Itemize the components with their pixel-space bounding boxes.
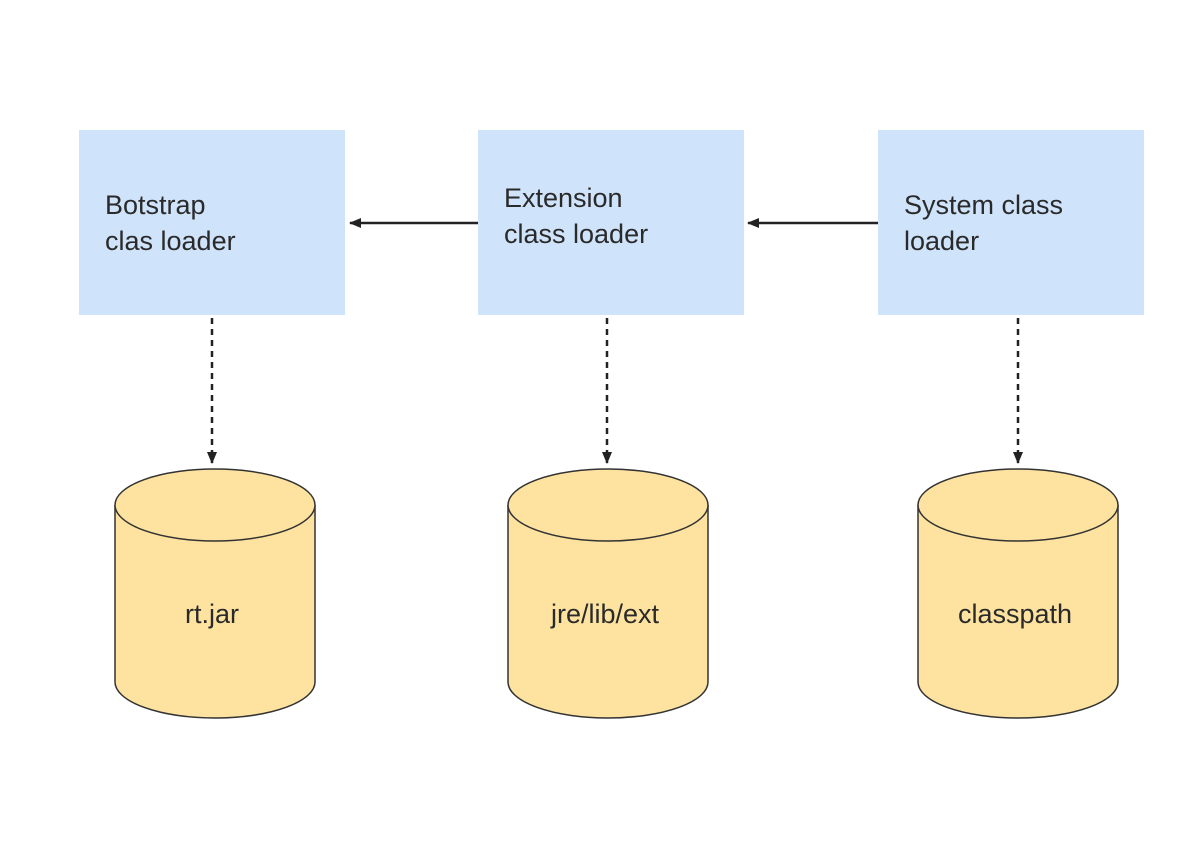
extension-class-loader-box: Extension class loader [478,130,744,315]
database-cylinder-icon [917,468,1119,719]
rt-jar-label: rt.jar [185,599,239,629]
database-cylinder-icon [114,468,316,719]
jre-lib-ext-label: jre/lib/ext [550,599,660,629]
system-class-loader-box: System class loader [878,130,1144,315]
extension-class-loader-label: Extension class loader [504,182,649,249]
classpath-label: classpath [957,599,1073,629]
database-cylinder-icon [507,468,709,719]
system-class-loader-label: System class loader [904,189,1064,256]
bootstrap-class-loader-label: Botstrap clas loader [105,189,236,256]
bootstrap-class-loader-box: Botstrap clas loader [79,130,345,315]
